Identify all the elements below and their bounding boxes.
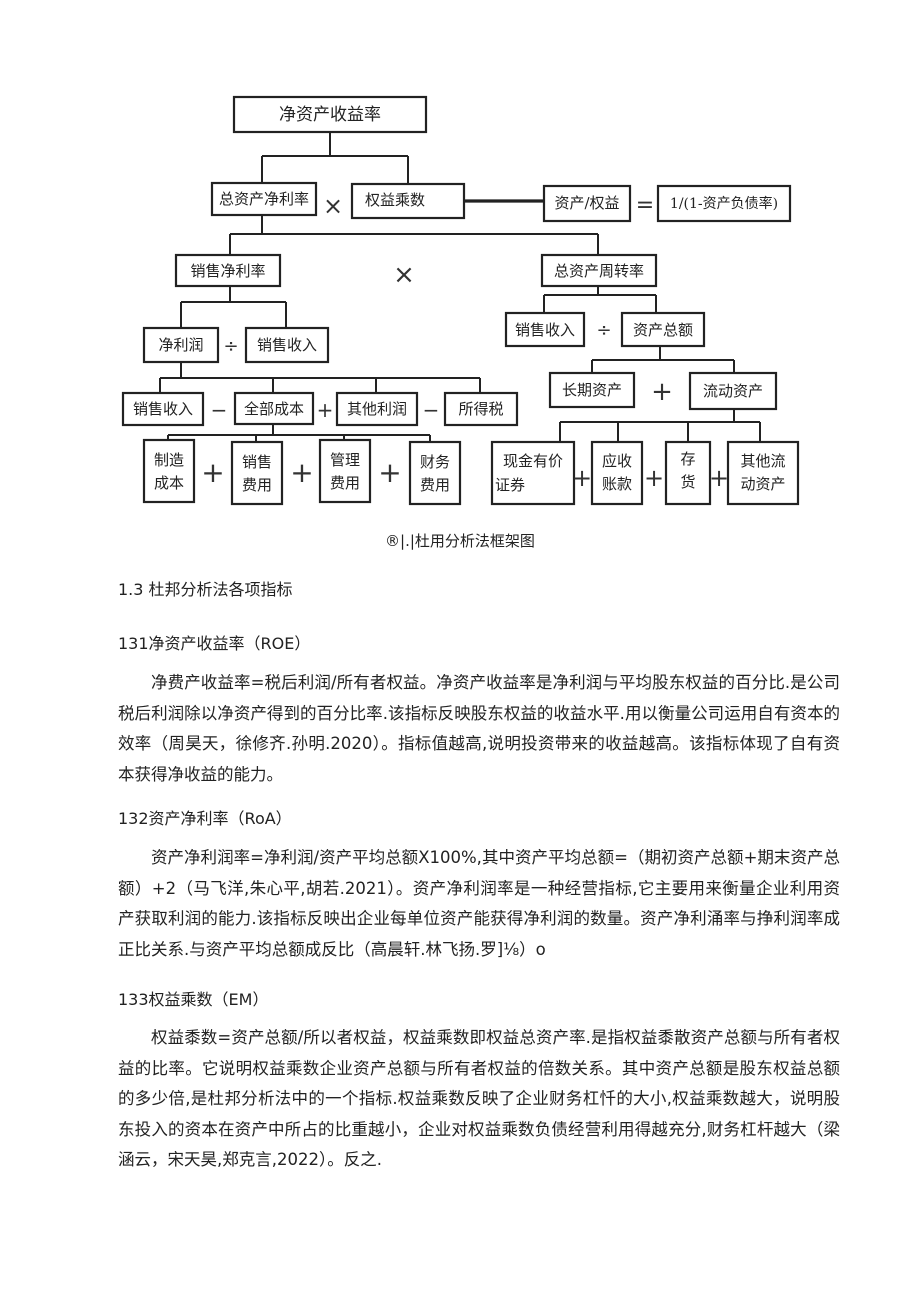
node-receivables-line2: 账款 xyxy=(602,475,632,493)
divide-operator: ÷ xyxy=(223,336,238,357)
node-asset-turnover: 总资产周转率 xyxy=(540,253,658,288)
node-roa: 总资产净利率 xyxy=(210,181,318,217)
node-selling-expense-line2: 费用 xyxy=(242,476,272,494)
node-asset-equity: 资产/权益 xyxy=(542,184,632,223)
node-admin-expense-line1: 管理 xyxy=(330,451,360,469)
equals-operator: = xyxy=(636,193,654,218)
node-admin-expense-line2: 费用 xyxy=(330,474,360,492)
node-selling-expense: 销售 费用 xyxy=(230,440,284,506)
node-other-current-assets: 其他流 动资产 xyxy=(726,440,800,506)
plus-operator: + xyxy=(201,456,224,489)
plus-operator: + xyxy=(572,464,592,492)
node-one-over-label: 1/(1-资产负债率) xyxy=(670,195,778,212)
plus-operator: + xyxy=(651,377,673,407)
node-receivables-line1: 应收 xyxy=(602,452,632,470)
minus-operator: − xyxy=(423,398,440,422)
node-finance-expense: 财务 费用 xyxy=(408,440,462,506)
paragraph-em: 权益黍数=资产总额/所以者权益，权益乘数即权益总资产率.是指权益黍散资产总额与所… xyxy=(118,1028,840,1169)
node-total-assets-label: 资产总额 xyxy=(633,321,693,339)
node-inventory-line1: 存 xyxy=(680,450,695,468)
dupont-framework-diagram: 净资产收益率 总资产净利率 × 权益乘数 资产/权益 = 1/(1-资产负债率)… xyxy=(121,95,800,506)
node-selling-expense-line1: 销售 xyxy=(242,453,272,471)
node-finance-expense-line2: 费用 xyxy=(420,476,450,494)
plus-operator: + xyxy=(644,464,664,492)
node-sales-revenue: 销售收入 xyxy=(121,391,205,427)
node-manufacturing-cost-line1: 制造 xyxy=(154,451,184,469)
plus-operator: + xyxy=(709,464,729,492)
node-one-over: 1/(1-资产负债率) xyxy=(656,184,792,223)
node-sales-revenue: 销售收入 xyxy=(244,326,330,364)
node-other-current-assets-line2: 动资产 xyxy=(740,475,785,493)
node-finance-expense-line1: 财务 xyxy=(420,453,450,471)
times-operator: × xyxy=(393,260,415,290)
node-cash-securities-line1: 现金有价 xyxy=(503,452,563,470)
node-manufacturing-cost-line2: 成本 xyxy=(154,474,184,492)
node-net-profit: 净利润 xyxy=(142,326,220,364)
node-receivables: 应收 账款 xyxy=(590,440,644,506)
node-long-term-assets-label: 长期资产 xyxy=(562,381,622,399)
node-sales-revenue-label: 销售收入 xyxy=(515,321,575,339)
subsection-heading-em: 133权益乘数（EM） xyxy=(118,990,269,1009)
node-asset-equity-label: 资产/权益 xyxy=(554,194,619,212)
node-manufacturing-cost: 制造 成本 xyxy=(142,438,196,504)
diagram-connectors xyxy=(159,132,761,442)
node-total-assets: 资产总额 xyxy=(620,311,706,348)
node-admin-expense: 管理 费用 xyxy=(318,438,372,504)
node-em: 权益乘数 xyxy=(350,182,466,220)
node-long-term-assets: 长期资产 xyxy=(548,371,636,409)
node-net-margin-label: 销售净利率 xyxy=(190,262,265,280)
node-cash-securities: 现金有价 证券 xyxy=(490,440,576,506)
node-sales-revenue-label: 销售收入 xyxy=(257,336,317,354)
plus-operator: + xyxy=(378,456,401,489)
divide-operator: ÷ xyxy=(596,320,611,341)
figure-caption: ®|.|杜用分析法框架图 xyxy=(385,532,535,550)
node-asset-turnover-label: 总资产周转率 xyxy=(554,262,644,280)
node-inventory: 存 货 xyxy=(664,440,712,506)
node-income-tax-label: 所得税 xyxy=(458,400,503,418)
plus-operator: + xyxy=(317,398,334,422)
plus-operator: + xyxy=(290,456,313,489)
node-total-cost-label: 全部成本 xyxy=(244,400,304,418)
paragraph-roe: 净费产收益率=税后利润/所有者权益。净资产收益率是净利润与平均股东权益的百分比.… xyxy=(118,673,840,784)
node-cash-securities-line2: 证券 xyxy=(495,476,525,494)
node-roe-label: 净资产收益率 xyxy=(279,105,381,125)
node-sales-revenue-label: 销售收入 xyxy=(133,400,193,418)
node-net-margin: 销售净利率 xyxy=(174,253,282,288)
subsection-heading-roa: 132资产净利率（RoA） xyxy=(118,809,292,828)
node-income-tax: 所得税 xyxy=(443,391,519,427)
node-current-assets: 流动资产 xyxy=(688,371,778,411)
node-other-profit: 其他利润 xyxy=(335,391,419,427)
times-operator: × xyxy=(323,192,343,220)
node-inventory-line2: 货 xyxy=(680,473,695,491)
node-total-cost: 全部成本 xyxy=(233,391,315,426)
node-roe: 净资产收益率 xyxy=(232,95,428,134)
node-net-profit-label: 净利润 xyxy=(158,336,203,354)
subsection-heading-roe: 131净资产收益率（ROE） xyxy=(118,634,311,653)
node-current-assets-label: 流动资产 xyxy=(703,382,763,400)
node-roa-label: 总资产净利率 xyxy=(219,190,309,208)
node-sales-revenue: 销售收入 xyxy=(504,311,586,348)
section-heading: 1.3 杜邦分析法各项指标 xyxy=(118,580,293,599)
minus-operator: − xyxy=(211,398,228,422)
node-em-label: 权益乘数 xyxy=(365,191,425,209)
paragraph-roa: 资产净利润率=净利润/资产平均总额X100%,其中资产平均总额=（期初资产总额+… xyxy=(118,848,840,959)
node-other-profit-label: 其他利润 xyxy=(347,400,407,418)
node-other-current-assets-line1: 其他流 xyxy=(740,452,785,470)
